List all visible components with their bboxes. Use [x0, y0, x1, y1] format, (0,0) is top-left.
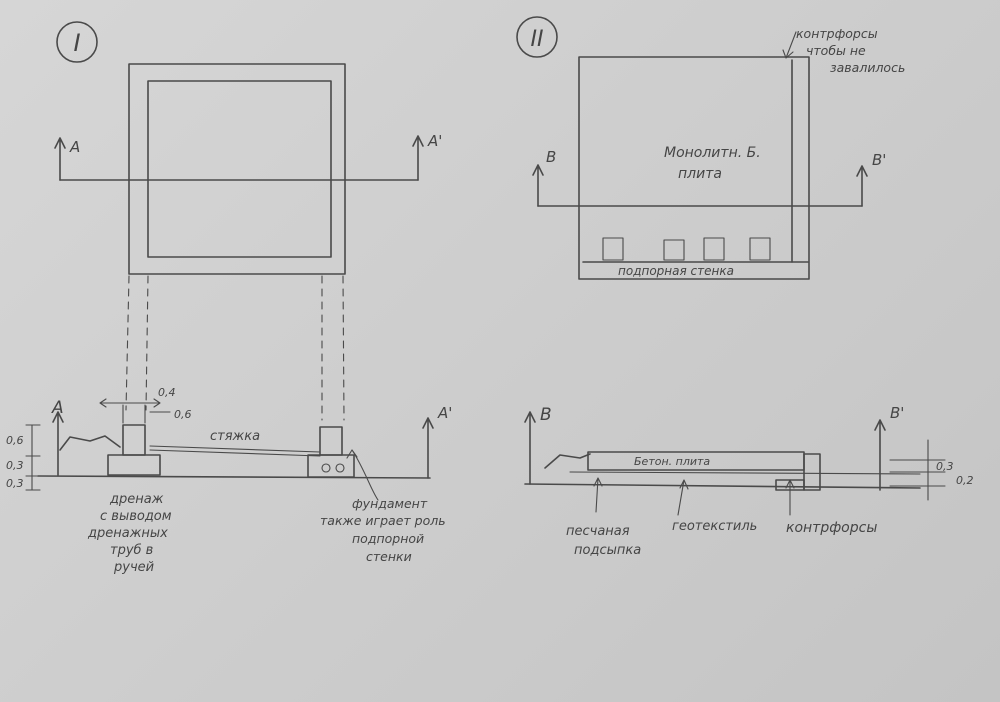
buttress-block-icon	[749, 237, 771, 261]
section-arrow-a-prime-icon	[412, 135, 424, 181]
label-geotextile: геотекстиль	[672, 519, 757, 534]
left-foundation-wall	[122, 424, 146, 456]
elevation-mark-b-prime: B'	[890, 404, 904, 422]
left-foundation-footing	[107, 454, 161, 476]
sketch-two-number-circle	[516, 16, 558, 58]
dim-height-1: 0,6	[6, 434, 24, 447]
sketch-two-elevation: B B' Бетон. плита 0,3 0,2 песчаная подсы…	[524, 404, 974, 558]
section-arrow-a-icon	[54, 137, 66, 181]
elevation-mark-a: A	[51, 398, 64, 418]
drain-pipe-icon	[321, 463, 331, 473]
section-label-a: A	[69, 138, 80, 156]
leader-geotextile-icon	[677, 479, 689, 516]
screed-line-top	[149, 445, 321, 453]
dim-height-two-2: 0,2	[956, 474, 974, 487]
section-label-b-prime: B'	[872, 151, 886, 169]
elevation-mark-b: B	[540, 405, 552, 425]
slab-label: Монолитн. Б. плита	[664, 145, 765, 182]
projection-line	[145, 275, 149, 411]
drain-pipe-icon	[335, 463, 345, 473]
section-arrow-b-prime-icon	[856, 165, 868, 207]
leader-arrow-icon	[346, 449, 379, 501]
buttress-block-icon	[663, 239, 685, 261]
projection-line	[342, 275, 345, 421]
label-sand-bedding: песчаная подсыпка	[566, 524, 641, 558]
screed-line-bottom	[149, 449, 321, 457]
sketch-two-plan: II Монолитн. Б. плита подпорная стенка к…	[516, 16, 905, 280]
sketch-one-number: I	[73, 29, 80, 57]
buttress-block-icon	[703, 237, 725, 261]
slab-outline	[578, 56, 810, 280]
section-label-a-prime: A'	[427, 132, 442, 150]
leader-buttress-icon	[785, 479, 795, 516]
dimension-width-icon	[99, 398, 161, 408]
sketch-one-elevation: A A' стяжка 0,4 0,6 0,6 0,3 0,3	[6, 386, 452, 575]
elevation-arrow-a-prime-icon	[422, 417, 434, 479]
subgrade-line	[569, 471, 921, 475]
label-buttresses: контрфорсы	[786, 520, 877, 536]
sketch-one-plan: I A A'	[54, 21, 442, 421]
dim-width-top: 0,4	[158, 386, 176, 399]
elevation-arrow-a-icon	[52, 411, 64, 476]
outer-foundation-outline	[128, 63, 346, 275]
sketch-two-number: II	[531, 27, 544, 52]
section-label-b: B	[546, 148, 556, 166]
ground-line	[37, 475, 431, 479]
label-screed: стяжка	[210, 429, 260, 444]
ground-line-two	[524, 483, 921, 489]
soil-hatch	[59, 435, 121, 451]
section-arrow-b-icon	[532, 164, 544, 207]
label-retaining-wall: подпорная стенка	[618, 264, 734, 278]
right-foundation-wall	[319, 426, 343, 456]
soil-hatch-two	[544, 453, 591, 469]
label-drainage: дренаж с выводом дренажных труб в ручей	[87, 492, 176, 575]
note-leader-icon	[782, 31, 797, 59]
inner-slab-outline	[147, 80, 332, 258]
elevation-mark-a-prime: A'	[437, 404, 452, 422]
dim-height-2: 0,3	[6, 459, 24, 472]
sketch-one-number-circle	[56, 21, 98, 63]
elevation-arrow-b-prime-icon	[874, 419, 886, 491]
label-concrete-slab: Бетон. плита	[634, 455, 710, 468]
elevation-arrow-b-icon	[524, 411, 536, 485]
dim-height-3: 0,3	[6, 477, 24, 490]
right-foundation-footing	[307, 454, 355, 478]
dim-height-two-1: 0,3	[936, 460, 954, 473]
dim-width-side: 0,6	[174, 408, 192, 421]
projection-line	[125, 275, 130, 411]
buttress-section	[803, 453, 821, 491]
buttress-block-icon	[602, 237, 624, 261]
label-foundation: фундамент также играет роль подпорной ст…	[320, 496, 450, 564]
note-buttress: контрфорсы чтобы не завалилось	[796, 26, 905, 75]
leader-sand-icon	[593, 477, 603, 513]
